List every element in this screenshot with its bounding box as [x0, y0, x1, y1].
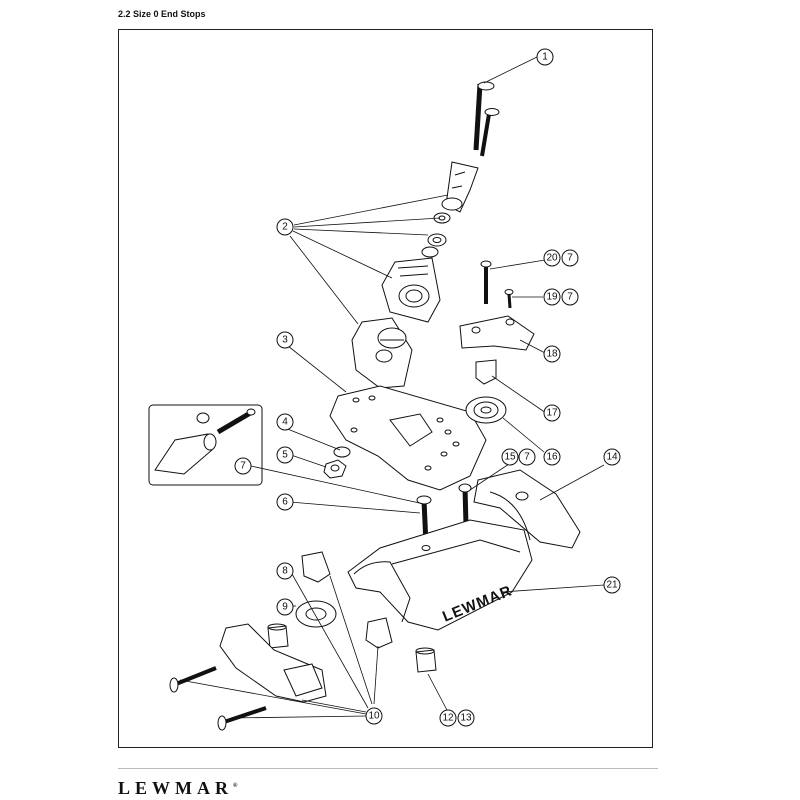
- callout-9: 9: [282, 602, 288, 613]
- callout-3: 3: [282, 335, 288, 346]
- section-title: 2.2 Size 0 End Stops: [118, 9, 206, 19]
- part-8-pawl: [301, 551, 331, 583]
- trademark-symbol: ®: [233, 783, 238, 789]
- part-3-base-plate: [329, 385, 487, 491]
- callout-12: 12: [442, 713, 454, 724]
- callout-15: 15: [504, 452, 516, 463]
- callout-2: 2: [282, 222, 288, 233]
- part-7-inset: [148, 404, 263, 486]
- callout-19-ref-7: 7: [567, 292, 573, 303]
- callout-7: 7: [240, 461, 246, 472]
- callout-8: 8: [282, 566, 288, 577]
- callout-1: 1: [542, 52, 548, 63]
- part-15-bolt: [458, 483, 472, 526]
- part-20-screw: [480, 260, 492, 304]
- callout-6: 6: [282, 497, 288, 508]
- diagram-frame: [118, 29, 653, 748]
- part-17-bush: [475, 359, 497, 385]
- part-10-toggle-assembly: [169, 623, 327, 731]
- callout-15-ref-7: 7: [524, 452, 530, 463]
- part-1-screws: [473, 81, 500, 157]
- callout-13: 13: [460, 713, 472, 724]
- callout-20-ref-7: 7: [567, 253, 573, 264]
- part-8-pawl-small: [365, 617, 393, 649]
- part-19-screw: [504, 289, 514, 309]
- callout-19: 19: [546, 292, 558, 303]
- callout-circles: [234, 48, 621, 727]
- callout-17: 17: [546, 408, 558, 419]
- callout-10: 10: [368, 711, 380, 722]
- leader-lines: [179, 56, 605, 719]
- callout-16: 16: [546, 452, 558, 463]
- callout-21: 21: [606, 580, 618, 591]
- part-18-clamp-plate: [459, 315, 535, 351]
- part-12-13-bush: [415, 647, 437, 673]
- part-9-sheave: [295, 600, 337, 628]
- part-14-end-cap: [473, 469, 581, 549]
- footer-divider: [118, 768, 658, 769]
- brand-name: LEWMAR: [118, 778, 233, 798]
- callout-18: 18: [546, 349, 558, 360]
- part-21-main-housing: [347, 519, 533, 631]
- part-9-bush: [267, 623, 289, 649]
- callout-20: 20: [546, 253, 558, 264]
- part-16-sheave: [465, 396, 507, 424]
- callout-14: 14: [606, 452, 618, 463]
- brand-logo: LEWMAR®: [118, 778, 237, 799]
- part-2-swivel-assembly: [351, 161, 479, 389]
- callout-5: 5: [282, 450, 288, 461]
- callout-4: 4: [282, 417, 288, 428]
- part-5-nut: [323, 459, 347, 479]
